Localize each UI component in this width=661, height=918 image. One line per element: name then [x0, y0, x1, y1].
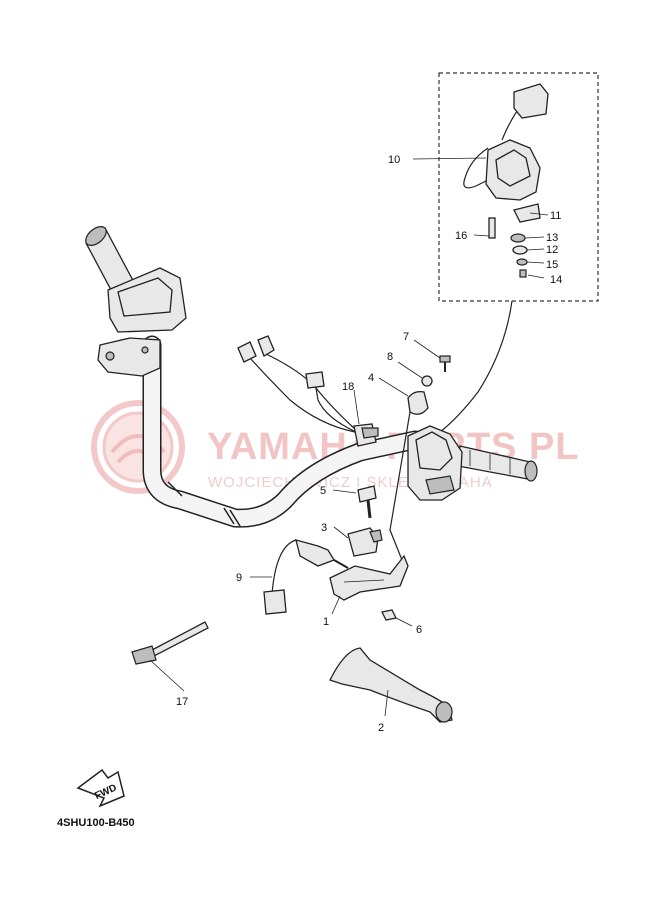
callout-10: 10 — [388, 154, 400, 166]
right-switch-housing — [407, 425, 463, 501]
leader-lines — [149, 157, 549, 717]
callout-2: 2 — [378, 722, 384, 734]
clutch-switch-3 — [347, 527, 383, 557]
callout-5: 5 — [320, 485, 326, 497]
callout-16: 16 — [455, 230, 467, 242]
watermark-logo — [91, 400, 185, 494]
switch-assembly-10 — [463, 83, 549, 201]
callout-9: 9 — [236, 572, 242, 584]
callout-11: 11 — [550, 210, 561, 222]
callout-18: 18 — [342, 381, 354, 393]
callout-4: 4 — [368, 372, 374, 384]
cable-tie-17 — [131, 621, 209, 665]
callout-1: 1 — [323, 616, 329, 628]
washer-8 — [421, 375, 433, 387]
callout-6: 6 — [416, 624, 422, 636]
callout-13: 13 — [546, 232, 558, 244]
clutch-lever-2 — [329, 647, 453, 723]
callout-12: 12 — [546, 244, 558, 256]
inset-small-parts — [488, 203, 541, 278]
left-grip-assembly — [85, 226, 187, 377]
callout-15: 15 — [546, 259, 558, 271]
callout-14: 14 — [550, 274, 562, 286]
bolt-5 — [357, 485, 377, 519]
callout-17: 17 — [176, 696, 188, 708]
watermark: YAMAHA PARTS PL WOJCIECHOWICZ I SKLEP YA… — [91, 400, 579, 494]
cable-guide-4 — [389, 411, 411, 561]
screw-7 — [439, 355, 451, 372]
diagram-code: 4SHU100-B450 — [57, 817, 135, 829]
right-grip — [457, 445, 538, 482]
callout-7: 7 — [403, 331, 409, 343]
clutch-cable-switch-9 — [263, 539, 349, 615]
nut-6 — [381, 609, 397, 621]
handlebar — [142, 335, 425, 528]
callout-3: 3 — [321, 522, 327, 534]
inset-box — [438, 72, 599, 302]
callout-8: 8 — [387, 351, 393, 363]
bracket-4 — [407, 390, 429, 415]
lever-holder-1 — [329, 554, 409, 601]
callouts: 1 2 3 4 5 6 7 8 9 10 11 12 13 14 15 16 1… — [176, 154, 562, 734]
fwd-arrow: FWD — [76, 768, 125, 808]
inset-connector-line — [439, 300, 513, 433]
wire-harness-18 — [237, 335, 379, 447]
